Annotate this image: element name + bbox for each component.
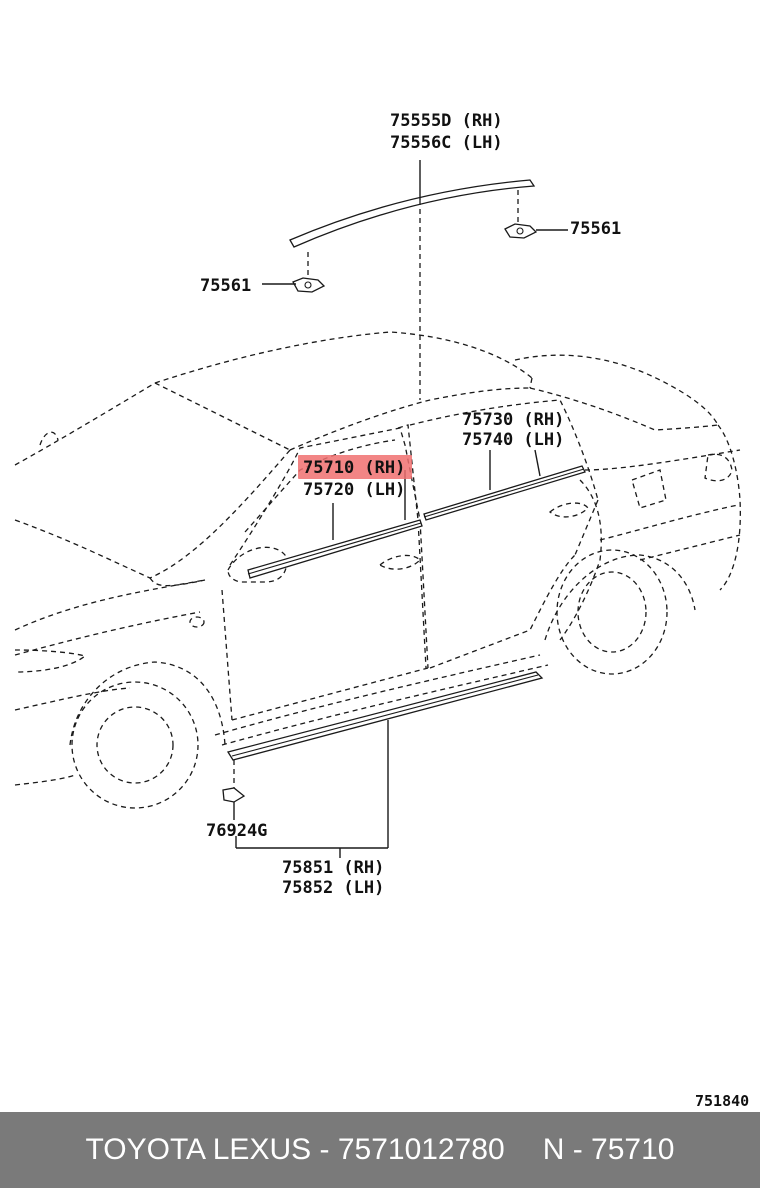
footer-ref-separator: - — [572, 1133, 583, 1166]
footer-bar: TOYOTA LEXUS - 7571012780 N - 75710 — [0, 1112, 760, 1188]
roof-drip-molding — [289, 179, 536, 248]
front-door-belt-molding — [247, 519, 423, 579]
label-rocker-lh: 75852 (LH) — [282, 878, 384, 898]
label-roof-molding-lh: 75556C (LH) — [390, 133, 503, 153]
car-parts-diagram: 75555D (RH) 75556C (LH) 75561 75561 7573… — [14, 111, 749, 1110]
highlight-box — [298, 455, 412, 479]
roof-clip-right — [504, 223, 538, 239]
label-rear-belt-lh: 75740 (LH) — [462, 430, 564, 450]
label-front-belt-rh: 75710 (RH) — [303, 458, 405, 478]
label-roof-clip-right: 75561 — [570, 219, 621, 239]
footer-separator: - — [319, 1133, 330, 1166]
label-rear-belt-rh: 75730 (RH) — [462, 410, 564, 430]
rocker-clip — [222, 787, 246, 803]
label-roof-clip-left: 75561 — [200, 276, 251, 296]
rocker-molding — [226, 671, 544, 761]
footer-ref-number: 75710 — [591, 1133, 675, 1166]
label-front-belt-lh: 75720 (LH) — [303, 480, 405, 500]
car-body-outline — [14, 331, 741, 809]
rear-door-belt-molding — [423, 465, 586, 521]
footer-ref-prefix: N — [542, 1133, 565, 1166]
roof-clip-left — [292, 277, 326, 293]
label-rocker-clip: 76924G — [206, 821, 267, 841]
footer-part-number: 7571012780 — [337, 1133, 505, 1166]
footer-brand: TOYOTA LEXUS — [85, 1133, 312, 1166]
label-roof-molding-rh: 75555D (RH) — [390, 111, 503, 131]
figure-number: 751840 — [695, 1092, 749, 1110]
label-rocker-rh: 75851 (RH) — [282, 858, 384, 878]
